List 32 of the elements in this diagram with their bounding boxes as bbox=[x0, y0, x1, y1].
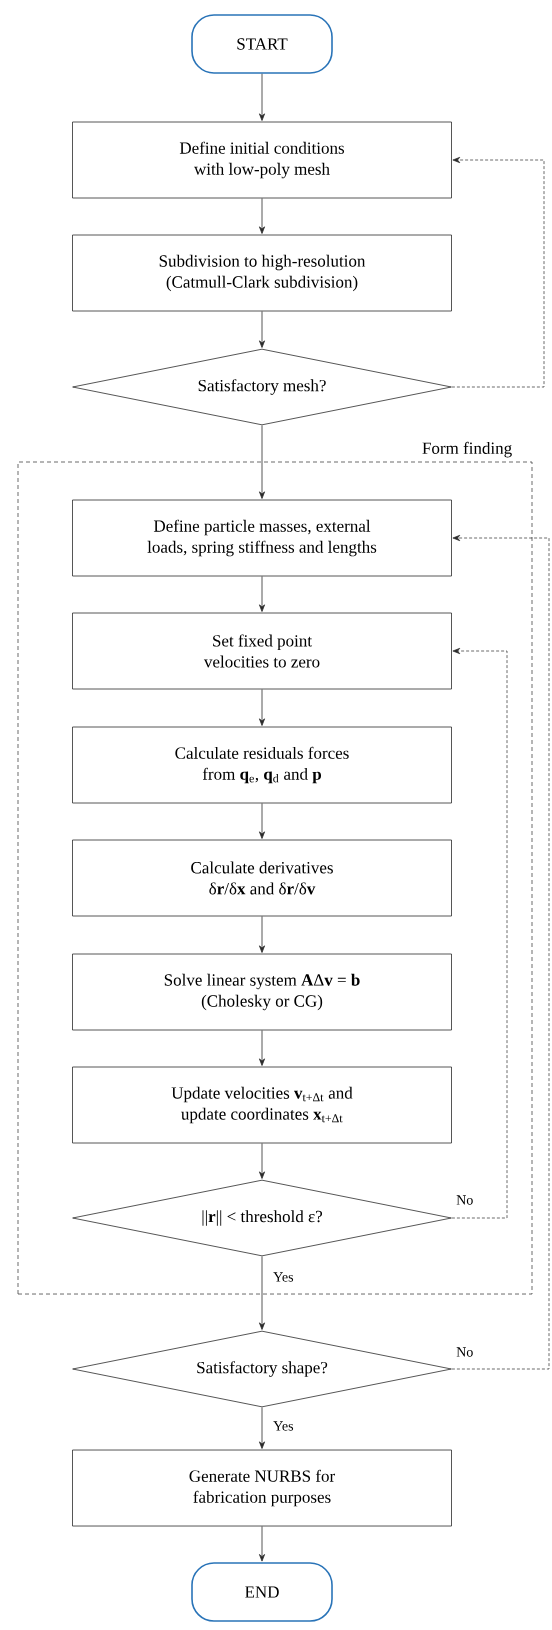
arrow bbox=[259, 916, 265, 953]
arrow bbox=[259, 198, 265, 234]
arrow bbox=[259, 1030, 265, 1066]
arrow bbox=[451, 534, 550, 1370]
arrow bbox=[259, 689, 265, 726]
arrow bbox=[259, 73, 265, 121]
edge-label: No bbox=[456, 1347, 473, 1357]
arrow bbox=[259, 1143, 265, 1179]
arrow bbox=[259, 1256, 265, 1330]
process-box: Generate NURBS for fabrication purposes bbox=[72, 1449, 452, 1527]
process-box: Define particle masses, external loads, spring stiffness and lengths bbox=[72, 499, 452, 577]
process-box: Calculate residuals forces from q$_{e}$, q$_{d}$ and p bbox=[72, 726, 452, 804]
arrow bbox=[259, 803, 265, 839]
process-box: Define initial conditions with low-poly mesh bbox=[72, 121, 452, 199]
arrow bbox=[451, 647, 508, 1219]
terminal-box: START bbox=[191, 14, 333, 74]
process-box: Solve linear system AΔv = b (Cholesky or CG) bbox=[72, 953, 452, 1031]
process-box: Update velocities v$_{t+Δt}$ and update coordinates x$_{t+Δt}$ bbox=[72, 1066, 452, 1144]
node-label: Form finding bbox=[422, 441, 512, 458]
edge-label: Yes bbox=[273, 1421, 294, 1431]
edge-label: Yes bbox=[273, 1272, 294, 1282]
arrow bbox=[259, 425, 265, 499]
edge-label: No bbox=[456, 1195, 473, 1205]
arrow bbox=[259, 1407, 265, 1449]
arrow bbox=[259, 1526, 265, 1562]
process-box: Subdivision to high-resolution (Catmull-Clark subdivision) bbox=[72, 234, 452, 312]
arrow bbox=[259, 576, 265, 612]
arrow bbox=[259, 311, 265, 348]
process-box: Calculate derivatives δr/δx and δr/δv bbox=[72, 839, 452, 917]
terminal-box: END bbox=[191, 1562, 333, 1622]
arrow bbox=[451, 156, 545, 388]
process-box: Set fixed point velocities to zero bbox=[72, 612, 452, 690]
